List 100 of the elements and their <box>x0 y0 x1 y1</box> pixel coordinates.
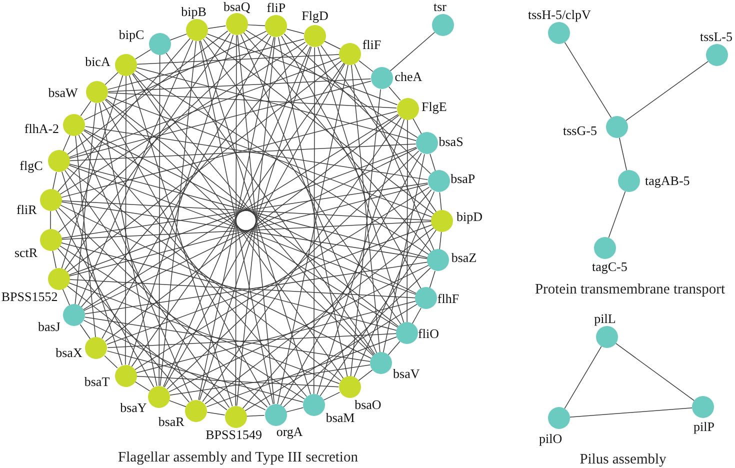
network-edge <box>619 137 627 171</box>
network-edge <box>60 204 372 359</box>
node-label: BPSS1552 <box>1 290 58 304</box>
network-edge <box>235 34 237 406</box>
network-edge <box>84 316 371 362</box>
network-edge <box>320 230 437 396</box>
network-edge <box>74 102 96 305</box>
network-edge <box>406 119 408 322</box>
network-edge <box>61 200 432 221</box>
group-caption: Protein transmembrane transport <box>534 282 726 298</box>
network-edge <box>166 150 420 390</box>
network-edge <box>66 168 342 382</box>
network-edge <box>278 36 348 378</box>
node-label: flhA-2 <box>24 122 60 136</box>
node-label: bsaV <box>393 367 420 382</box>
network-edge <box>84 129 417 294</box>
network-edge <box>57 248 190 403</box>
network-edge <box>80 44 308 308</box>
network-edge <box>69 144 416 162</box>
network-edge <box>60 42 306 195</box>
network-edge <box>136 67 416 141</box>
network-edge <box>204 227 434 404</box>
network-edge <box>80 100 92 116</box>
network-edge <box>60 182 428 239</box>
node-label: bipB <box>181 5 206 20</box>
network-edge <box>626 61 708 121</box>
network-edge <box>616 343 694 401</box>
network-edge <box>412 308 422 324</box>
node-label: FlgD <box>302 9 328 24</box>
network-edge <box>564 42 612 118</box>
node-label: bsaS <box>438 135 464 150</box>
network-edge <box>240 34 378 354</box>
network-edge <box>247 24 266 26</box>
network-edge <box>102 101 270 406</box>
network-edge <box>246 414 265 417</box>
node-label: bsaR <box>158 414 184 429</box>
network-edge <box>134 381 150 392</box>
network-edge <box>58 34 269 233</box>
network-edge <box>104 99 374 356</box>
network-edge <box>208 26 226 29</box>
network-edge <box>412 118 422 134</box>
network-edge <box>205 36 434 215</box>
network-edge <box>280 152 422 406</box>
node-label: tagC-5 <box>592 260 628 274</box>
node-label: BPSS1549 <box>206 428 262 442</box>
network-edge <box>84 30 267 120</box>
node-label: bsaX <box>56 346 82 360</box>
network-edge <box>107 333 396 348</box>
network-edge <box>135 70 430 256</box>
network-edge <box>83 320 266 410</box>
network-edge <box>388 86 401 101</box>
network-edge <box>608 190 626 238</box>
network-edge <box>83 130 398 328</box>
network-edge <box>136 54 340 65</box>
network-edge <box>358 370 373 382</box>
network-edge <box>52 172 57 190</box>
network-edge <box>170 34 188 40</box>
network-edge <box>316 118 405 395</box>
network-edge <box>358 60 374 72</box>
network-edge <box>128 74 233 407</box>
network-edge <box>284 34 431 174</box>
network-edge <box>244 304 418 412</box>
network-edge <box>60 110 398 198</box>
node-label: flgC <box>20 159 43 174</box>
network-edge <box>277 64 348 404</box>
network-edge <box>58 207 268 408</box>
network-edge <box>66 30 228 155</box>
node-label: bsaO <box>354 398 382 412</box>
network-edge <box>354 64 434 251</box>
network-edge <box>281 36 422 290</box>
network-edge <box>382 154 425 353</box>
network-edge <box>84 262 428 314</box>
network-edge <box>64 32 231 270</box>
network-edge <box>104 72 118 85</box>
network-edge <box>108 92 397 108</box>
node-label: basJ <box>38 320 60 334</box>
network-edge <box>564 346 602 409</box>
node-label: fliO <box>418 327 439 342</box>
network-edge <box>570 407 692 418</box>
network-edge <box>439 232 442 250</box>
network-edge <box>158 54 160 386</box>
network-edge <box>242 189 432 409</box>
network-edge <box>78 134 192 401</box>
node-label: bipD <box>456 210 482 224</box>
network-edge <box>207 34 398 106</box>
node-label: bsaM <box>326 410 355 425</box>
network-edge <box>80 324 91 340</box>
network-edge <box>243 32 432 252</box>
network-edge <box>125 75 126 365</box>
network-edge <box>84 126 428 180</box>
network-edge <box>160 40 196 386</box>
network-edge <box>107 96 433 218</box>
node-label: sctR <box>14 246 38 260</box>
node-label: fliP <box>266 1 286 16</box>
network-edge <box>136 300 416 374</box>
node-label: bsaQ <box>223 0 250 14</box>
network-edge <box>439 192 442 210</box>
network-edge <box>286 28 304 34</box>
network-edge <box>68 164 428 258</box>
network-edge <box>57 38 190 192</box>
